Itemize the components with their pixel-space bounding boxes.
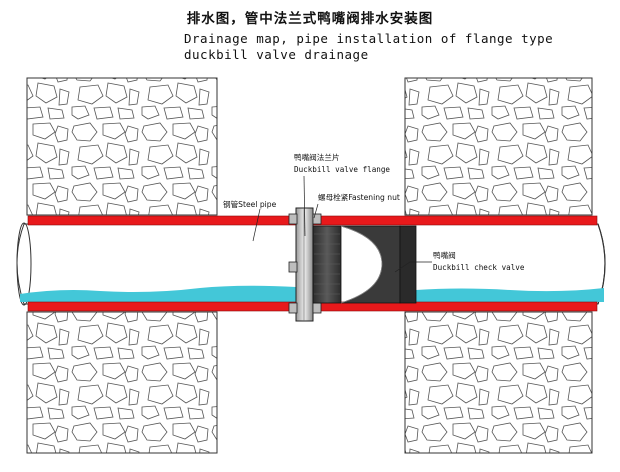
pipe-wall-top-right [312, 215, 598, 226]
diagram-title-chinese: 排水图，管中法兰式鸭嘴阀排水安装图 [186, 11, 434, 27]
label-flange-en: Duckbill valve flange [294, 165, 390, 174]
duckbill-check-valve [312, 225, 417, 304]
leader-steel-pipe [252, 208, 261, 242]
pipe-wall-bottom-left [27, 301, 297, 312]
diagram-title-english-line-1: Drainage map, pipe installation of flang… [184, 31, 554, 46]
stone-wall-lower-right [404, 311, 593, 454]
label-valve-zh: 鸭嘴阀 [433, 250, 456, 260]
stone-wall-upper-left [26, 77, 218, 216]
label-steel-pipe: 钢管Steel pipe [223, 199, 277, 209]
diagram-title-english-line-2: duckbill valve drainage [184, 47, 369, 62]
water-left [20, 285, 296, 302]
pipe-end-left [16, 222, 32, 306]
leader-flange [303, 175, 306, 237]
leader-nut [313, 203, 319, 219]
label-fastening-nut: 螺母栓紧Fastening nut [318, 192, 400, 202]
pipe-wall-top-left [27, 215, 297, 226]
leader-valve [394, 261, 432, 273]
label-valve-en: Duckbill check valve [433, 263, 525, 272]
stone-wall-lower-left [26, 311, 218, 454]
stone-wall-upper-right [404, 77, 593, 216]
label-flange-zh: 鸭嘴阀法兰片 [294, 152, 340, 162]
water-right [416, 288, 604, 302]
